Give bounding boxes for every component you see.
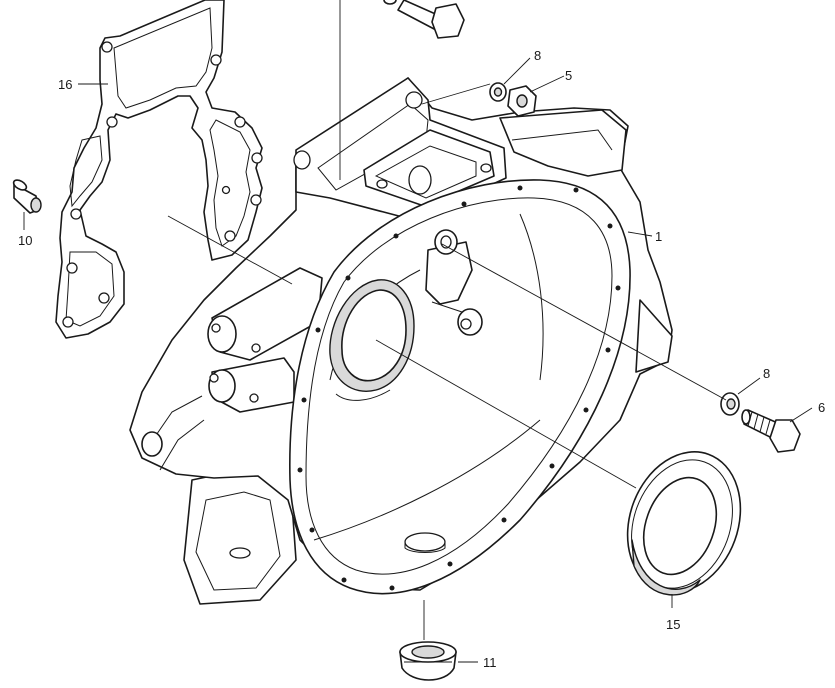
bolt-part-6 [741,409,801,453]
dowel-pin-part-10 [12,179,42,214]
flywheel-housing-part-1 [129,77,673,605]
callout-11: 11 [483,655,497,670]
nut-part-5 [507,85,537,117]
callout-15: 15 [666,617,680,632]
callout-8-top: 8 [534,48,541,63]
oil-seal-part-15 [626,451,742,596]
callout-5: 5 [565,68,572,83]
gasket-part-16 [55,0,263,339]
leader-lines [23,0,813,663]
washer-part-8-top [489,82,507,102]
top-bolt [383,0,465,39]
callout-6: 6 [818,400,825,415]
callout-labels: 1 5 6 8 8 10 11 15 16 [18,48,825,670]
callout-8-right: 8 [763,366,770,381]
callout-1: 1 [655,229,662,244]
callout-16: 16 [58,77,72,92]
plug-part-11 [399,641,457,681]
callout-10: 10 [18,233,32,248]
washer-part-8-right [720,392,740,416]
